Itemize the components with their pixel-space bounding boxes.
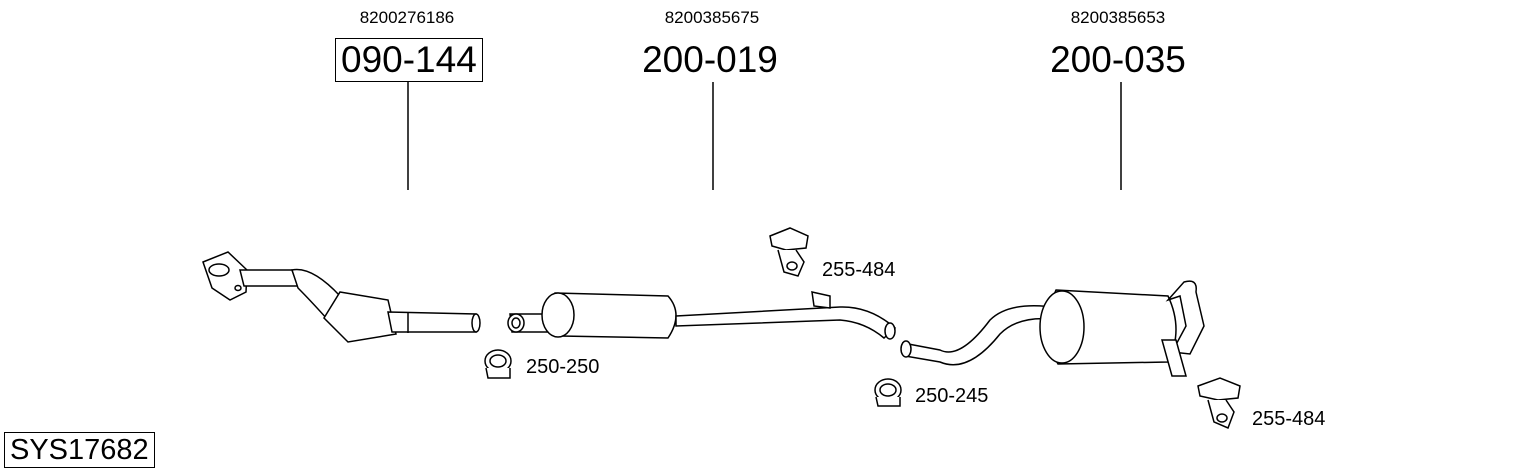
accessory-label-hanger-2[interactable]: 255-484: [1252, 408, 1326, 430]
rubber-hanger-icon: [1197, 377, 1241, 429]
oe-ref-rear-silencer: 8200385653: [1070, 8, 1166, 27]
front-silencer-drawing[interactable]: [507, 291, 897, 340]
part-number-rear-silencer[interactable]: 200-035: [1050, 39, 1186, 80]
accessory-label-hanger-1[interactable]: 255-484: [822, 259, 896, 281]
catalyst-drawing[interactable]: [202, 251, 481, 343]
rear-silencer-drawing[interactable]: [900, 280, 1205, 377]
system-code-badge: SYS17682: [4, 432, 155, 468]
oe-ref-front-silencer: 8200385675: [664, 8, 760, 27]
rubber-hanger-icon: [769, 227, 809, 277]
accessory-label-clamp-2[interactable]: 250-245: [915, 385, 989, 407]
clamp-icon: [874, 378, 902, 407]
accessory-label-clamp-1[interactable]: 250-250: [526, 356, 600, 378]
part-number-front-silencer[interactable]: 200-019: [642, 39, 778, 80]
part-number-catalyst[interactable]: 090-144: [335, 38, 483, 82]
clamp-icon: [484, 349, 512, 379]
oe-ref-catalyst: 8200276186: [359, 8, 455, 27]
